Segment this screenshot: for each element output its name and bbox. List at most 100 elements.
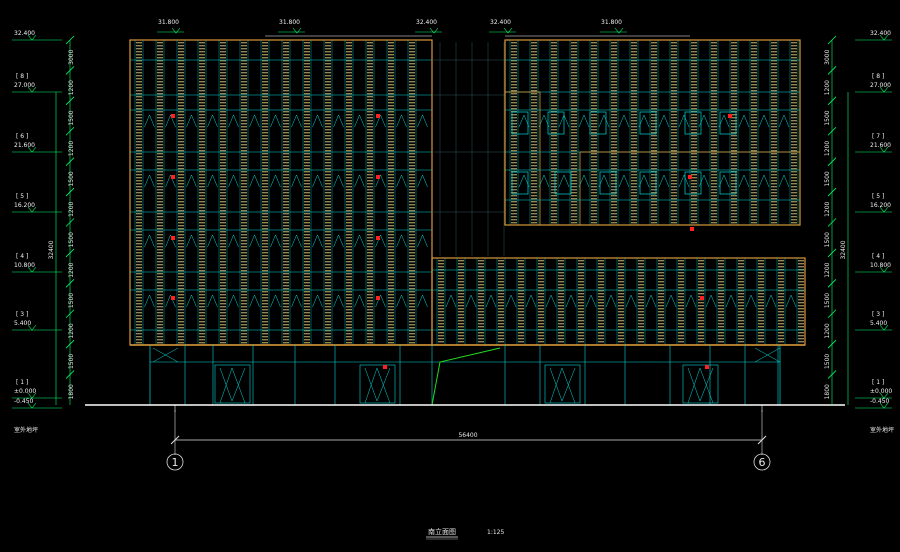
panel-hatch (591, 84, 597, 86)
panel-hatch (731, 90, 737, 92)
panel-hatch (367, 333, 373, 335)
panel-hatch (538, 281, 544, 283)
panel-hatch (591, 192, 597, 194)
panel-hatch (157, 120, 163, 122)
panel-hatch (518, 311, 524, 313)
panel-hatch (478, 332, 484, 334)
level-marker (27, 34, 37, 41)
panel-hatch (691, 204, 697, 206)
panel-hatch (157, 315, 163, 317)
panel-hatch (220, 168, 226, 170)
panel-hatch (199, 246, 205, 248)
panel-hatch (771, 105, 777, 107)
panel-hatch (304, 285, 310, 287)
panel-hatch (791, 138, 797, 140)
panel-hatch (157, 102, 163, 104)
panel-hatch (409, 306, 415, 308)
panel-hatch (325, 267, 331, 269)
panel-hatch (551, 201, 557, 203)
panel-hatch (538, 278, 544, 280)
panel-hatch (798, 260, 804, 262)
panel-hatch (711, 78, 717, 80)
panel-hatch (178, 333, 184, 335)
panel-hatch (571, 168, 577, 170)
panel-hatch (199, 222, 205, 224)
panel-hatch (325, 336, 331, 338)
panel-hatch (591, 180, 597, 182)
panel-hatch (409, 81, 415, 83)
panel-hatch (791, 99, 797, 101)
panel-hatch (798, 287, 804, 289)
panel-hatch (283, 87, 289, 89)
window-chevron (165, 294, 176, 308)
panel-hatch (409, 321, 415, 323)
panel-hatch (678, 314, 684, 316)
panel-hatch (220, 153, 226, 155)
panel-hatch (678, 278, 684, 280)
panel-hatch (751, 87, 757, 89)
panel-hatch (538, 263, 544, 265)
panel-hatch (262, 90, 268, 92)
panel-hatch (571, 180, 577, 182)
panel-hatch (611, 72, 617, 74)
panel-hatch (157, 123, 163, 125)
panel-hatch (367, 96, 373, 98)
panel-hatch (388, 138, 394, 140)
panel-hatch (199, 186, 205, 188)
panel-hatch (571, 177, 577, 179)
panel-hatch (199, 57, 205, 59)
panel-hatch (638, 260, 644, 262)
panel-hatch (241, 309, 247, 311)
panel-hatch (571, 153, 577, 155)
panel-hatch (325, 147, 331, 149)
panel-hatch (325, 192, 331, 194)
panel-hatch (388, 60, 394, 62)
panel-hatch (778, 284, 784, 286)
panel-hatch (304, 54, 310, 56)
panel-hatch (220, 291, 226, 293)
panel-hatch (262, 225, 268, 227)
panel-hatch (611, 123, 617, 125)
panel-hatch (738, 311, 744, 313)
panel-hatch (178, 150, 184, 152)
panel-hatch (638, 341, 644, 343)
panel-hatch (178, 261, 184, 263)
panel-hatch (511, 135, 517, 137)
panel-hatch (283, 306, 289, 308)
panel-hatch (598, 302, 604, 304)
panel-hatch (771, 144, 777, 146)
panel-hatch (283, 228, 289, 230)
dimension-text: 1200 (68, 262, 75, 277)
panel-hatch (241, 252, 247, 254)
panel-hatch (651, 168, 657, 170)
panel-hatch (262, 165, 268, 167)
panel-hatch (671, 204, 677, 206)
panel-hatch (658, 260, 664, 262)
panel-hatch (262, 195, 268, 197)
panel-hatch (157, 246, 163, 248)
panel-hatch (631, 99, 637, 101)
panel-hatch (409, 90, 415, 92)
panel-hatch (631, 45, 637, 47)
dimension-tick (65, 218, 75, 227)
panel-hatch (551, 219, 557, 221)
panel-hatch (262, 321, 268, 323)
panel-hatch (283, 333, 289, 335)
window-chevron (578, 114, 590, 128)
panel-hatch (304, 300, 310, 302)
panel-hatch (409, 195, 415, 197)
panel-hatch (691, 147, 697, 149)
window-chevron (705, 294, 717, 308)
panel-hatch (558, 266, 564, 268)
panel-hatch (691, 219, 697, 221)
window-chevron (538, 174, 550, 188)
window-chevron (354, 294, 365, 308)
entrance-door (359, 364, 396, 404)
panel-hatch (178, 63, 184, 65)
dimension-tick (65, 370, 75, 379)
panel-hatch (651, 183, 657, 185)
panel-hatch (346, 132, 352, 134)
panel-hatch (651, 96, 657, 98)
panel-hatch (791, 105, 797, 107)
panel-hatch (531, 156, 537, 158)
